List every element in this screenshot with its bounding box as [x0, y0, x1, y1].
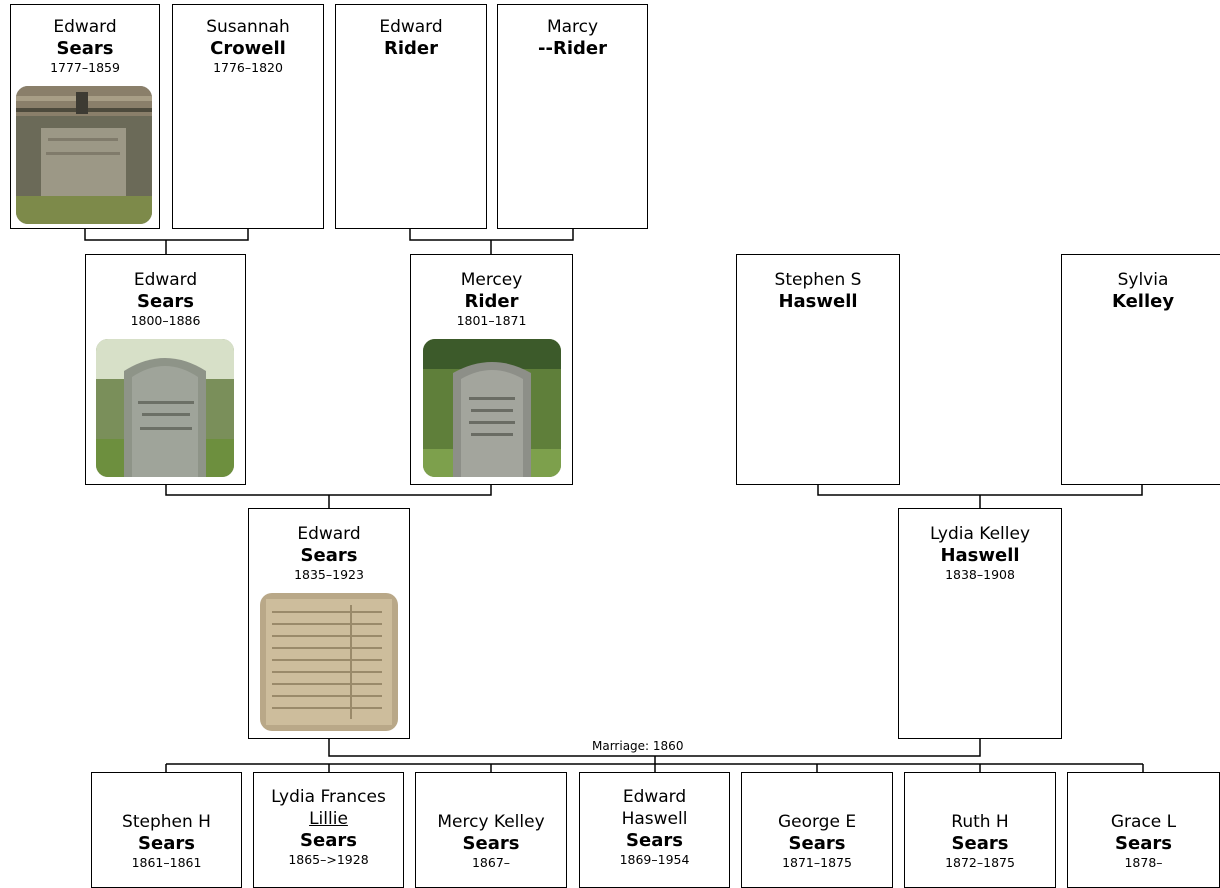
- gravestone-photo[interactable]: [96, 339, 234, 477]
- surname: Sears: [1068, 833, 1219, 855]
- surname: Sears: [86, 291, 245, 313]
- person-card-edward-haswell-sears[interactable]: Edward Haswell Sears 1869–1954: [579, 772, 730, 888]
- surname: Rider: [411, 291, 572, 313]
- person-card-edward-rider[interactable]: Edward Rider: [335, 4, 487, 229]
- life-dates: 1867–: [416, 855, 566, 871]
- life-dates: 1865–>1928: [254, 852, 403, 868]
- gravestone-photo[interactable]: [16, 86, 152, 224]
- person-card-grace-l-sears[interactable]: Grace L Sears 1878–: [1067, 772, 1220, 888]
- given-name: Mercy Kelley: [416, 811, 566, 833]
- person-card-george-e-sears[interactable]: George E Sears 1871–1875: [741, 772, 893, 888]
- nickname: Lillie: [254, 808, 403, 830]
- life-dates: 1869–1954: [580, 852, 729, 868]
- surname: Sears: [742, 833, 892, 855]
- life-dates: 1776–1820: [173, 60, 323, 76]
- surname: --Rider: [498, 38, 647, 60]
- surname: Sears: [249, 545, 409, 567]
- person-card-sylvia-kelley[interactable]: Sylvia Kelley: [1061, 254, 1220, 485]
- surname: Sears: [580, 830, 729, 852]
- person-card-lydia-frances-sears[interactable]: Lydia Frances Lillie Sears 1865–>1928: [253, 772, 404, 888]
- surname: Haswell: [737, 291, 899, 313]
- given-name: Mercey: [411, 269, 572, 291]
- life-dates: 1861–1861: [92, 855, 241, 871]
- given-name: Susannah: [173, 16, 323, 38]
- person-card-edward-sears-1835[interactable]: Edward Sears 1835–1923: [248, 508, 410, 739]
- life-dates: 1872–1875: [905, 855, 1055, 871]
- person-card-edward-sears-1777[interactable]: Edward Sears 1777–1859: [10, 4, 160, 229]
- marriage-label: Marriage: 1860: [590, 739, 685, 753]
- surname: Haswell: [899, 545, 1061, 567]
- surname: Sears: [905, 833, 1055, 855]
- life-dates: 1835–1923: [249, 567, 409, 583]
- given-name: Sylvia: [1062, 269, 1220, 291]
- surname: Rider: [336, 38, 486, 60]
- life-dates: 1801–1871: [411, 313, 572, 329]
- given-name: Ruth H: [905, 811, 1055, 833]
- life-dates: 1800–1886: [86, 313, 245, 329]
- person-card-edward-sears-1800[interactable]: Edward Sears 1800–1886: [85, 254, 246, 485]
- person-card-marcy-rider[interactable]: Marcy --Rider: [497, 4, 648, 229]
- given-name: Edward: [11, 16, 159, 38]
- given-name: Edward: [86, 269, 245, 291]
- life-dates: 1777–1859: [11, 60, 159, 76]
- surname: Sears: [11, 38, 159, 60]
- person-card-susannah-crowell[interactable]: Susannah Crowell 1776–1820: [172, 4, 324, 229]
- given-name: Stephen S: [737, 269, 899, 291]
- given-name: Grace L: [1068, 811, 1219, 833]
- surname: Sears: [416, 833, 566, 855]
- given-name: Lydia Frances: [254, 786, 403, 808]
- person-card-stephen-haswell[interactable]: Stephen S Haswell: [736, 254, 900, 485]
- given-name: Edward: [249, 523, 409, 545]
- surname: Sears: [254, 830, 403, 852]
- life-dates: 1878–: [1068, 855, 1219, 871]
- life-dates: 1838–1908: [899, 567, 1061, 583]
- document-photo[interactable]: [260, 593, 398, 731]
- surname: Crowell: [173, 38, 323, 60]
- life-dates: 1871–1875: [742, 855, 892, 871]
- given-name: Lydia Kelley: [899, 523, 1061, 545]
- given-name: Stephen H: [92, 811, 241, 833]
- given-name: Edward: [336, 16, 486, 38]
- person-card-mercey-rider[interactable]: Mercey Rider 1801–1871: [410, 254, 573, 485]
- person-card-mercy-kelley-sears[interactable]: Mercy Kelley Sears 1867–: [415, 772, 567, 888]
- given-name: Marcy: [498, 16, 647, 38]
- surname: Sears: [92, 833, 241, 855]
- given-name: Edward: [580, 786, 729, 808]
- person-card-stephen-h-sears[interactable]: Stephen H Sears 1861–1861: [91, 772, 242, 888]
- given-name: George E: [742, 811, 892, 833]
- person-card-lydia-haswell[interactable]: Lydia Kelley Haswell 1838–1908: [898, 508, 1062, 739]
- gravestone-photo[interactable]: [423, 339, 561, 477]
- middle-name: Haswell: [580, 808, 729, 830]
- person-card-ruth-h-sears[interactable]: Ruth H Sears 1872–1875: [904, 772, 1056, 888]
- surname: Kelley: [1062, 291, 1220, 313]
